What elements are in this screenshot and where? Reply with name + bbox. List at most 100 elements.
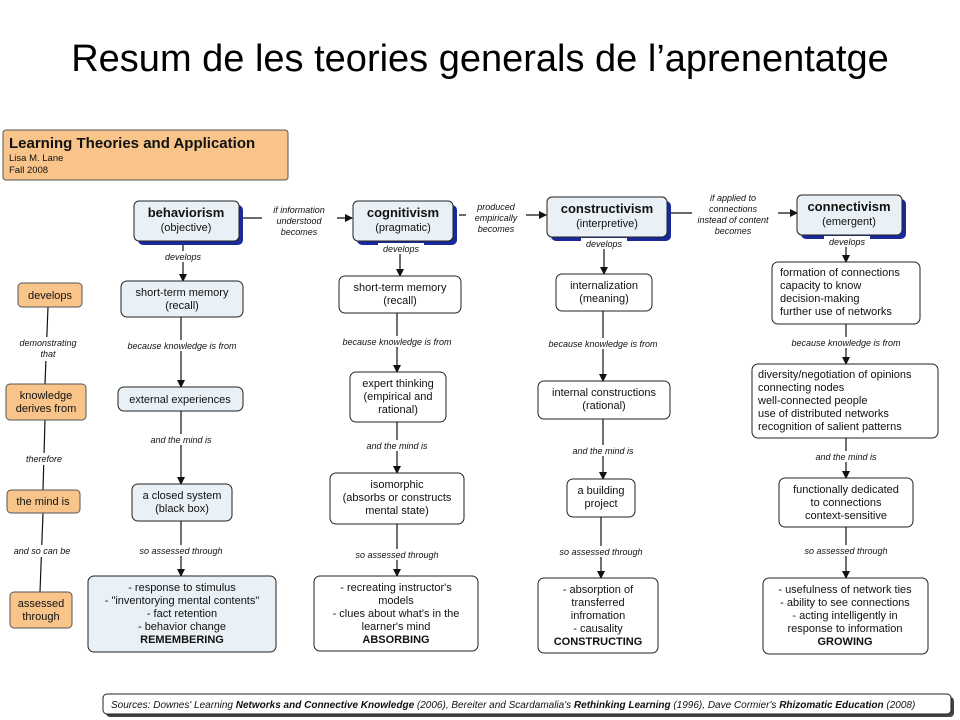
constructivism-link-1: because knowledge is from [548, 339, 658, 349]
legend-through: through [22, 611, 59, 623]
constructivism-link-2: and the mind is [572, 446, 634, 456]
constructivism-box-3-line: project [584, 498, 617, 510]
behaviorism-column: behaviorism (objective) develops short-t… [87, 200, 277, 653]
cognitivism-column: cognitivism (pragmatic) develops short-t… [313, 200, 479, 652]
cognitivism-box-1 [338, 275, 462, 314]
transition-2-line-2: empirically [475, 213, 518, 223]
legend-develops: develops [28, 290, 73, 302]
legend-mind-box [6, 489, 81, 514]
constructivism-develops: develops [586, 239, 623, 249]
transition-3-line-3: instead of content [697, 215, 769, 225]
behaviorism-box-3-line: a closed system [143, 490, 222, 502]
behaviorism-box-1-line: (recall) [165, 300, 199, 312]
connectivism-subtitle: (emergent) [822, 216, 876, 228]
behaviorism-develops: develops [165, 252, 202, 262]
cognitivism-box-2-line: (empirical and [363, 391, 432, 403]
behaviorism-subtitle: (objective) [161, 222, 212, 234]
constructivism-box-4-line: transferred [571, 597, 624, 609]
cognitivism-box-2-line: rational) [378, 404, 418, 416]
connectivism-box-4 [762, 577, 929, 655]
link-demonstrating: demonstrating [19, 338, 76, 348]
connectivism-box-3-line: functionally dedicated [793, 484, 899, 496]
constructivism-box-1-line: internalization [570, 280, 638, 292]
cognitivism-box-3-line: isomorphic [370, 479, 424, 491]
constructivism-link-3: so assessed through [559, 547, 642, 557]
header-connectors: if information understood becomes produc… [243, 192, 798, 239]
title-card: Learning Theories and Application Lisa M… [2, 129, 289, 181]
transition-1-line-1: if information [273, 205, 325, 215]
cognitivism-link-3: so assessed through [355, 550, 438, 560]
cognitivism-box-1-line: (recall) [383, 295, 417, 307]
behaviorism-title: behaviorism [148, 205, 225, 220]
cognitivism-summary: ABSORBING [362, 634, 429, 646]
link-therefore: therefore [26, 454, 62, 464]
transition-3-line-2: connections [709, 204, 758, 214]
behaviorism-box-4 [87, 575, 277, 653]
connectivism-box-3-line: to connections [811, 497, 882, 509]
connectivism-box-4-line: response to information [788, 623, 903, 635]
legend-develops-box [17, 282, 83, 308]
connectivism-develops: develops [829, 237, 866, 247]
connectivism-box-2-line: use of distributed networks [758, 408, 889, 420]
cognitivism-box-3-line: (absorbs or constructs [343, 492, 452, 504]
connectivism-link-2: and the mind is [815, 452, 877, 462]
cognitivism-box-4-line: learner's mind [362, 621, 431, 633]
behaviorism-box-1 [120, 280, 244, 318]
connectivism-link-3: so assessed through [804, 546, 887, 556]
behaviorism-box-1-line: short-term memory [136, 287, 229, 299]
connectivism-box-2-line: recognition of salient patterns [758, 421, 902, 433]
connectivism-box-4-line: - ability to see connections [780, 597, 910, 609]
link-that: that [40, 349, 56, 359]
legend-column: develops demonstrating that knowledge de… [5, 282, 87, 629]
cognitivism-link-2: and the mind is [366, 441, 428, 451]
connectivism-title: connectivism [807, 199, 890, 214]
behaviorism-box-2-line: external experiences [129, 394, 231, 406]
legend-assessed-box [9, 591, 73, 629]
transition-2-line-3: becomes [478, 224, 515, 234]
constructivism-box-1-line: (meaning) [579, 293, 629, 305]
behaviorism-box-4-line: - fact retention [147, 608, 217, 620]
connectivism-box-2-line: diversity/negotiation of opinions [758, 369, 912, 381]
constructivism-box-4 [537, 577, 659, 654]
cognitivism-box-1-line: short-term memory [354, 282, 447, 294]
cognitivism-box-4-line: - recreating instructor's [340, 582, 452, 594]
constructivism-box-4-line: - absorption of [563, 584, 634, 596]
connectivism-box-3-line: context-sensitive [805, 510, 887, 522]
legend-knowledge: knowledge [20, 390, 73, 402]
connectivism-summary: GROWING [818, 636, 873, 648]
legend-assessed: assessed [18, 598, 64, 610]
connectivism-link-1: because knowledge is from [791, 338, 901, 348]
cognitivism-title: cognitivism [367, 205, 439, 220]
cognitivism-box-4 [313, 575, 479, 652]
constructivism-box-2 [537, 380, 671, 420]
constructivism-box-1 [555, 273, 653, 312]
slide-title: Resum de les teories generals de l’apren… [71, 38, 889, 80]
legend-knowledge-box [5, 383, 87, 421]
sources-footer: Sources: Downes' Learning Networks and C… [102, 693, 954, 717]
connectivism-column: connectivism (emergent) develops formati… [751, 194, 939, 655]
connectivism-box-4-line: - acting intelligently in [792, 610, 897, 622]
sources-text: Sources: Downes' Learning Networks and C… [111, 700, 915, 711]
cognitivism-box-4-line: models [378, 595, 414, 607]
legend-mind-is: the mind is [16, 496, 70, 508]
constructivism-header [546, 196, 668, 238]
card-author: Lisa M. Lane [9, 153, 63, 164]
connectivism-box-4-line: - usefulness of network ties [778, 584, 912, 596]
cognitivism-box-3-line: mental state) [365, 505, 429, 517]
behaviorism-box-4-line: - "inventorying mental contents" [105, 595, 260, 607]
constructivism-box-4-line: infromation [571, 610, 625, 622]
cognitivism-develops: develops [383, 244, 420, 254]
transition-1-line-3: becomes [281, 227, 318, 237]
constructivism-box-2-line: (rational) [582, 400, 625, 412]
cognitivism-subtitle: (pragmatic) [375, 222, 431, 234]
connectivism-box-1-line: capacity to know [780, 280, 861, 292]
behaviorism-header [133, 200, 240, 242]
constructivism-title: constructivism [561, 201, 653, 216]
cognitivism-header [352, 200, 454, 242]
constructivism-summary: CONSTRUCTING [554, 636, 643, 648]
card-date: Fall 2008 [9, 165, 48, 176]
connectivism-box-2-line: well-connected people [757, 395, 867, 407]
legend-derives-from: derives from [16, 403, 77, 415]
behaviorism-box-3-line: (black box) [155, 503, 209, 515]
